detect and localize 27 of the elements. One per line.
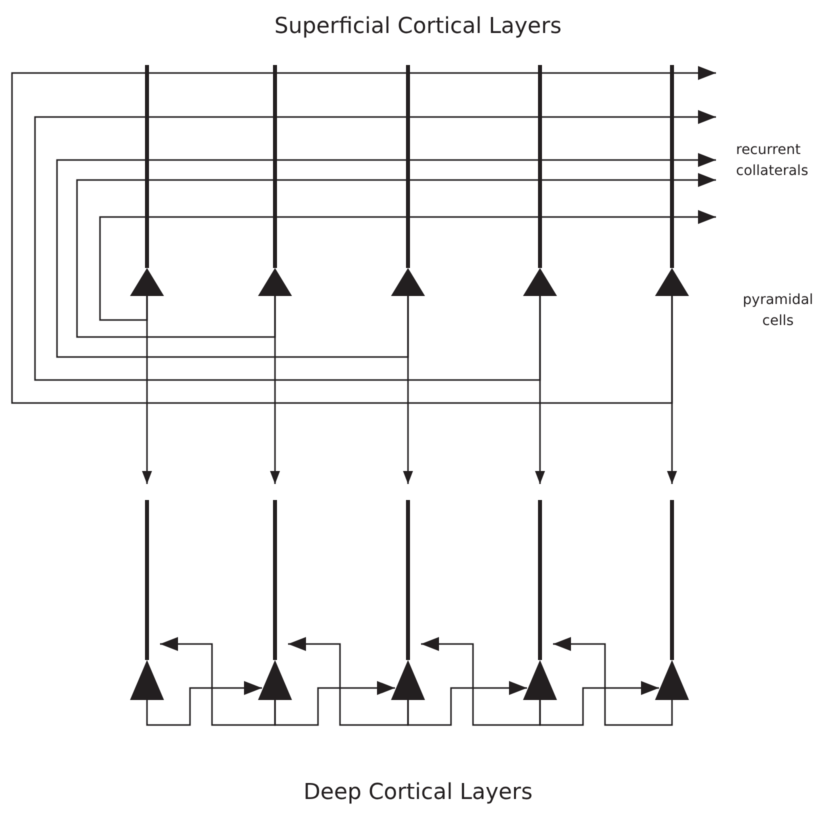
pyramidal-cell (391, 65, 425, 296)
arrow (539, 681, 659, 726)
pyramidal-cell (391, 500, 425, 700)
pyramidal-cell (523, 65, 557, 296)
pyramidal-cell (258, 65, 292, 296)
pyramidal-cell (258, 500, 292, 700)
layer-heading: Superficial Cortical Layers (273, 14, 563, 39)
pyramidal-cell (655, 65, 689, 296)
annotation-label: pyramidal cells (742, 291, 814, 331)
arrow (99, 210, 716, 321)
layer-heading: Deep Cortical Layers (302, 780, 534, 805)
pyramidal-cell (523, 500, 557, 700)
arrow (274, 681, 395, 726)
pyramidal-cell (655, 500, 689, 700)
arrow (553, 637, 673, 726)
arrow (34, 110, 716, 381)
arrow (421, 637, 541, 726)
annotation-label: recurrent collaterals (736, 141, 810, 181)
arrow (76, 173, 716, 338)
arrow (146, 681, 262, 726)
arrow (160, 637, 276, 726)
pyramidal-cell (130, 65, 164, 296)
arrow (407, 681, 527, 726)
arrow (11, 66, 716, 404)
pyramidal-cell (130, 500, 164, 700)
arrow (56, 153, 716, 358)
arrow (288, 637, 409, 726)
